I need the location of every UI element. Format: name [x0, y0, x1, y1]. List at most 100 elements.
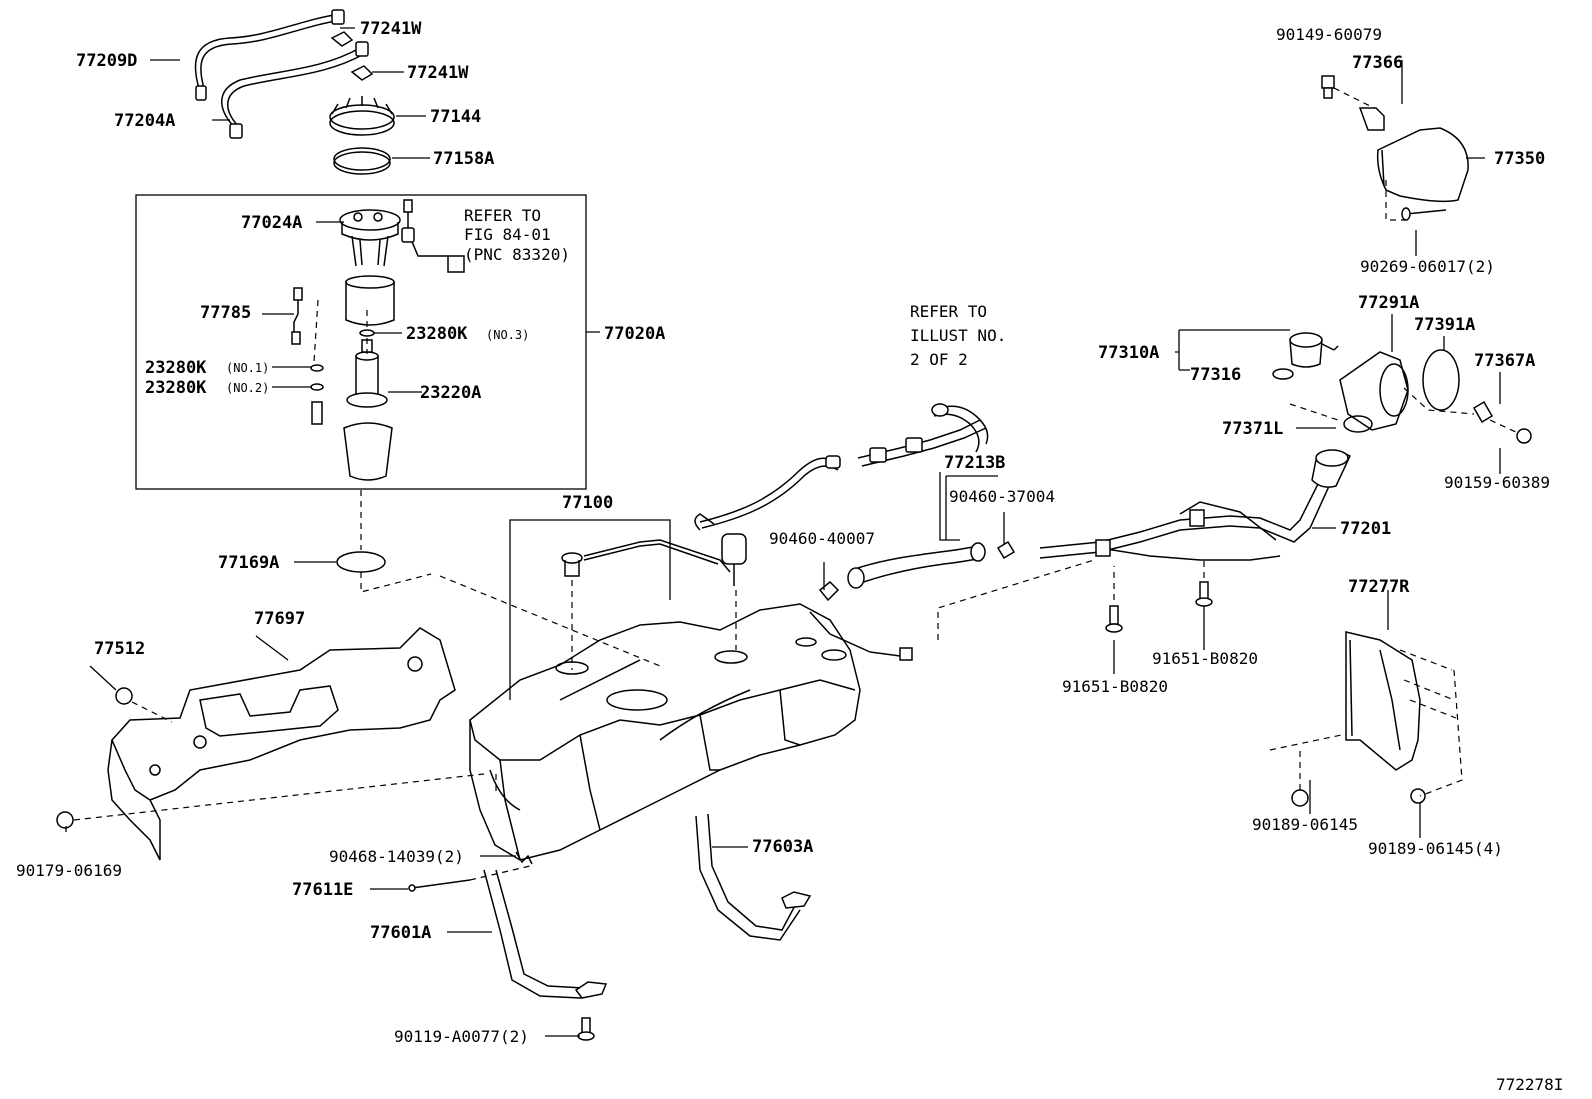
part-label-90149: 90149-60079 — [1276, 25, 1382, 44]
strap-77603A-drawing — [695, 813, 812, 941]
clip-90189-right-drawing — [1410, 788, 1426, 804]
part-label-90179: 90179-06169 — [16, 861, 122, 880]
part-label-77158A: 77158A — [433, 149, 494, 169]
part-label-77371L: 77371L — [1222, 419, 1283, 439]
leader-dashed — [571, 580, 737, 670]
leader-dashed — [937, 559, 1095, 640]
gasket-77391A-drawing — [1422, 349, 1460, 411]
part-note-no3: (NO.3) — [486, 328, 529, 342]
part-label-77316: 77316 — [1190, 365, 1241, 385]
nut-90159-drawing — [1516, 428, 1532, 444]
part-label-77201: 77201 — [1340, 519, 1391, 539]
part-label-77391A: 77391A — [1414, 315, 1475, 335]
part-label-77169A: 77169A — [218, 553, 279, 573]
retainer-ring-77144-drawing — [329, 96, 395, 136]
refer-note-line: ILLUST NO. — [910, 326, 1006, 345]
part-label-77603A: 77603A — [752, 837, 813, 857]
leader-dashed — [131, 701, 173, 723]
filler-pipe-77201-drawing — [1039, 449, 1351, 561]
pump-flange-77024A-drawing — [339, 209, 401, 267]
leader-dashed — [1289, 387, 1521, 435]
clip-90189-left-drawing — [1291, 789, 1309, 807]
o-rings-23280K-drawing — [310, 329, 375, 425]
sender-gauge-drawing — [401, 199, 465, 273]
filter-drawing — [345, 275, 395, 326]
part-label-77144: 77144 — [430, 107, 481, 127]
part-label-77367A: 77367A — [1474, 351, 1535, 371]
part-label-77697: 77697 — [254, 609, 305, 629]
pump-23220A-drawing — [346, 339, 388, 408]
nut-90179-drawing — [56, 811, 74, 829]
refer-note-line: 2 OF 2 — [910, 350, 968, 369]
part-note-no2: (NO.2) — [226, 381, 269, 395]
leader-dashed — [1333, 87, 1375, 109]
gasket-77158A-drawing — [333, 147, 391, 175]
refer-note-line: FIG 84-01 — [464, 225, 551, 244]
part-label-90189: 90189-06145(4) — [1368, 839, 1503, 858]
clamps-drawing — [818, 540, 1016, 602]
part-label-90119: 90119-A0077(2) — [394, 1027, 529, 1046]
part-label-77241W: 77241W — [360, 19, 422, 39]
part-label-90189: 90189-06145 — [1252, 815, 1358, 834]
strainer-drawing — [343, 422, 393, 481]
nut-77512-drawing — [115, 687, 133, 705]
part-label-77213B: 77213B — [944, 453, 1005, 473]
figure-id: 772278I — [1496, 1075, 1563, 1094]
clip-77241W-drawing — [330, 31, 374, 81]
bracket-77367A-drawing — [1472, 400, 1494, 424]
screw-90149-drawing — [1321, 75, 1335, 99]
part-label-90460-37004: 90460-37004 — [949, 487, 1055, 506]
part-label-90460-40007: 90460-40007 — [769, 529, 875, 548]
leader-dashed — [439, 575, 661, 667]
part-label-90159: 90159-60389 — [1444, 473, 1550, 492]
housing-77291A-drawing — [1339, 351, 1409, 431]
tank-fittings-drawing — [561, 513, 747, 586]
pin-77611E-drawing — [408, 879, 471, 892]
part-label-77366: 77366 — [1352, 53, 1403, 73]
part-label-23280K: 23280K — [406, 324, 468, 344]
leader-dashed — [73, 773, 485, 821]
strap-77601A-drawing — [483, 869, 608, 999]
part-label-90468: 90468-14039(2) — [329, 847, 464, 866]
bolt-90119-drawing — [577, 1017, 595, 1041]
leader-dashed — [1269, 649, 1463, 797]
part-label-91651: 91651-B0820 — [1152, 649, 1258, 668]
part-label-77310A: 77310A — [1098, 343, 1159, 363]
cap-77316-drawing — [1272, 332, 1339, 380]
part-label-77277R: 77277R — [1348, 577, 1410, 597]
refer-note-line: (PNC 83320) — [464, 245, 570, 264]
leader-lines — [65, 27, 1501, 1037]
part-label-77291A: 77291A — [1358, 293, 1419, 313]
part-label-77350: 77350 — [1494, 149, 1545, 169]
refer-note-line: REFER TO — [464, 206, 541, 225]
bolt-91651-right-drawing — [1195, 581, 1213, 607]
hinge-77366-drawing — [1358, 107, 1385, 131]
screw-90269-drawing — [1401, 207, 1447, 221]
part-label-23280K: 23280K — [145, 378, 207, 398]
leader-dashed — [313, 299, 319, 363]
part-note-no1: (NO.1) — [226, 361, 269, 375]
pump-assembly-frame — [135, 194, 587, 490]
protector-77697-drawing — [107, 627, 456, 861]
refer-note-line: REFER TO — [910, 302, 987, 321]
part-label-91651: 91651-B0820 — [1062, 677, 1168, 696]
tank-pipe-drawing — [809, 611, 871, 653]
wire-77785-drawing — [291, 287, 303, 345]
leader-dashed — [1385, 180, 1406, 221]
tank-pipe-drawing — [869, 651, 901, 657]
part-label-77512: 77512 — [94, 639, 145, 659]
part-label-23280K: 23280K — [145, 358, 207, 378]
part-label-77100: 77100 — [562, 493, 613, 513]
tank-pipe-fitting-drawing — [899, 647, 913, 661]
part-label-77611E: 77611E — [292, 880, 353, 900]
shield-77277R-drawing — [1345, 631, 1421, 771]
fuel-tank-77100-drawing — [469, 603, 861, 861]
part-label-90269: 90269-06017(2) — [1360, 257, 1495, 276]
gasket-77371L-drawing — [1343, 415, 1373, 433]
part-label-77601A: 77601A — [370, 923, 431, 943]
part-label-77241W: 77241W — [407, 63, 469, 83]
part-label-77024A: 77024A — [241, 213, 302, 233]
leader-dashed — [469, 865, 531, 881]
part-label-77020A: 77020A — [604, 324, 665, 344]
